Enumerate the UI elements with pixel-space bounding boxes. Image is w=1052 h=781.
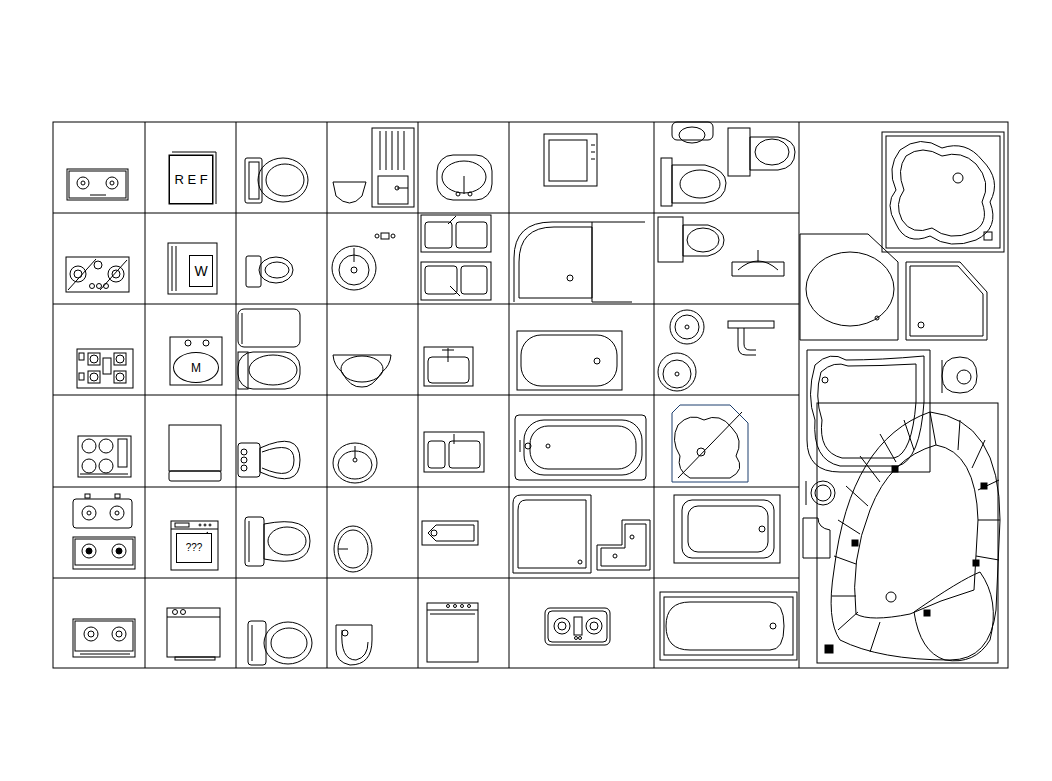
washer-label-box: W (189, 255, 213, 287)
tub-symbols (513, 134, 650, 645)
mixed-fixtures (658, 122, 797, 660)
appliance-symbols (167, 152, 222, 660)
label-text: ??? (186, 543, 203, 553)
grid-lines (53, 122, 799, 668)
label-text: M (191, 362, 201, 374)
label-text: R E F (174, 173, 207, 186)
sheet-border (53, 122, 1008, 668)
oven-label-box: ??? (176, 533, 212, 563)
sink-symbols (421, 155, 492, 662)
basin-symbols (332, 128, 414, 665)
fridge-label-box: R E F (169, 155, 213, 204)
sink-label-oval: M (173, 352, 219, 383)
stove-symbols (66, 169, 135, 657)
label-text: W (194, 264, 207, 278)
large-tubs (800, 132, 1004, 663)
toilet-symbols (238, 158, 312, 665)
